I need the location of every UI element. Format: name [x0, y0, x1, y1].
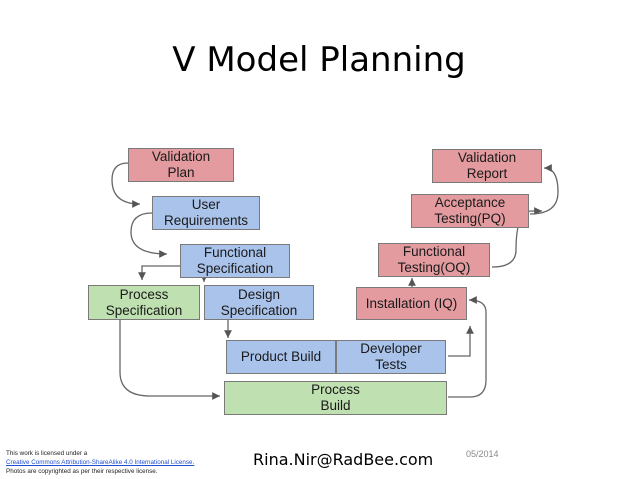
box-functional-specification: Functional Specification [180, 244, 290, 278]
slide-date: 05/2014 [466, 449, 499, 459]
box-developer-tests: Developer Tests [336, 340, 446, 374]
arrow-developer-tests-to-installation [448, 326, 474, 357]
box-validation-report: Validation Report [432, 149, 542, 183]
arrow-process-build-to-installation [448, 296, 487, 398]
arrow-functional-to-process-spec [138, 265, 180, 280]
arrow-plan-to-requirements [111, 162, 141, 208]
license-line-1: This work is licensed under a [6, 450, 88, 457]
box-process-specification: Process Specification [88, 285, 200, 320]
slide-title: V Model Planning [172, 40, 466, 80]
box-design-specification: Design Specification [204, 285, 314, 320]
arrow-acceptance-to-validation-report [529, 164, 559, 215]
license-line-3: Photos are copyrighted as per their resp… [6, 468, 158, 475]
arrow-process-spec-to-process-build [119, 320, 220, 400]
license-link[interactable]: Creative Commons Attribution-ShareAlike … [6, 459, 195, 466]
box-user-requirements: User Requirements [152, 196, 260, 230]
box-functional-testing-oq: Functional Testing(OQ) [378, 243, 490, 277]
license-notice: This work is licensed under a Creative C… [6, 449, 194, 476]
box-product-build: Product Build [226, 340, 336, 374]
box-acceptance-testing-pq: Acceptance Testing(PQ) [411, 194, 529, 228]
contact-email: Rina.Nir@RadBee.com [253, 450, 434, 469]
box-validation-plan: Validation Plan [128, 148, 234, 182]
box-installation-iq: Installation (IQ) [356, 287, 467, 320]
box-process-build: Process Build [224, 381, 447, 415]
arrow-requirements-to-functional [130, 212, 168, 258]
